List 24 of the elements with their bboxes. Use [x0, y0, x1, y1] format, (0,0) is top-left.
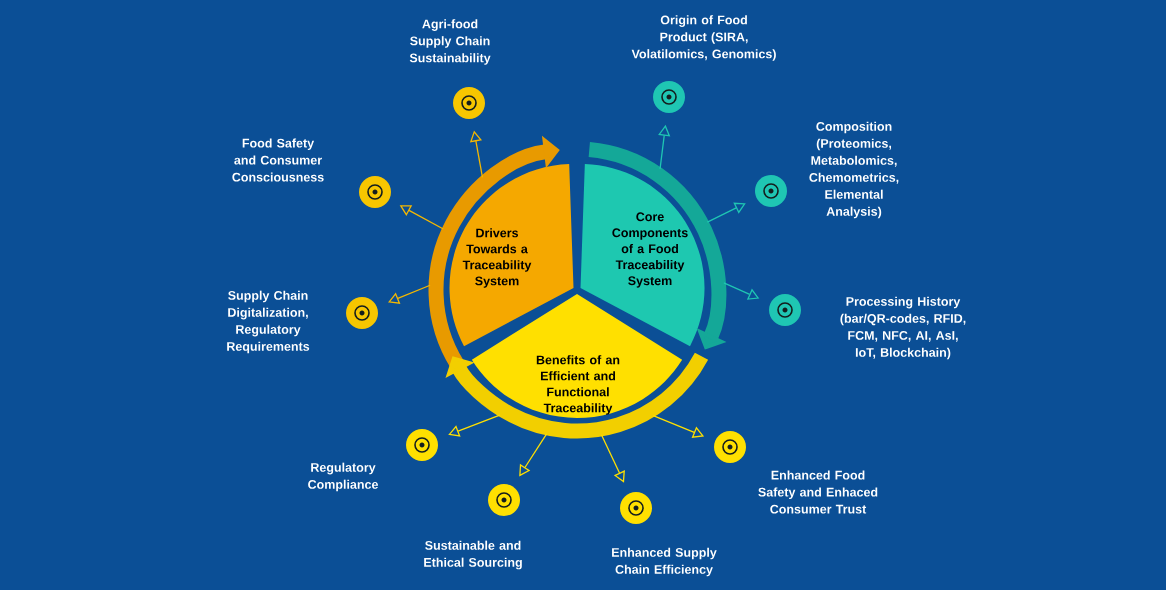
- icon-badge: [488, 484, 520, 516]
- icon-badge: [755, 175, 787, 207]
- item-label: Sustainable and Ethical Sourcing: [424, 540, 522, 570]
- icon-badge: [714, 431, 746, 463]
- item-label: Regulatory Compliance: [308, 462, 378, 492]
- icon-badge: [453, 87, 485, 119]
- icon-badge: [406, 429, 438, 461]
- arrow: [448, 414, 501, 437]
- arrow: [706, 202, 746, 223]
- item-label: Food Safety and Consumer Consciousness: [232, 138, 324, 182]
- icon-badge: [620, 492, 652, 524]
- item-label: Agri-food Supply Chain Sustainability: [409, 19, 491, 65]
- item-label: Processing History (bar/QR-codes, RFID, FCM, NFC, AI, AsI, IoT, Blockchain): [840, 296, 966, 360]
- item-label: Enhanced Food Safety and Enhaced Consumer Trust: [758, 470, 878, 514]
- icon-badge: [769, 294, 801, 326]
- icon-badge: [346, 297, 378, 329]
- icon-badge: [653, 81, 685, 113]
- arrow: [600, 434, 625, 483]
- icon-badge: [359, 176, 391, 208]
- item-label: Composition (Proteomics, Metabolomics, Chemometrics, Elemental Analysis): [809, 121, 899, 219]
- item-label: Origin of Food Product (SIRA, Volatilomics, Genomics): [631, 15, 776, 61]
- item-label: Enhanced Supply Chain Efficiency: [612, 547, 717, 577]
- sector: Benefits of an Efficient and Functional Traceability: [445, 294, 708, 439]
- item-label: Supply Chain Digitalization, Regulatory Requirements: [227, 290, 310, 354]
